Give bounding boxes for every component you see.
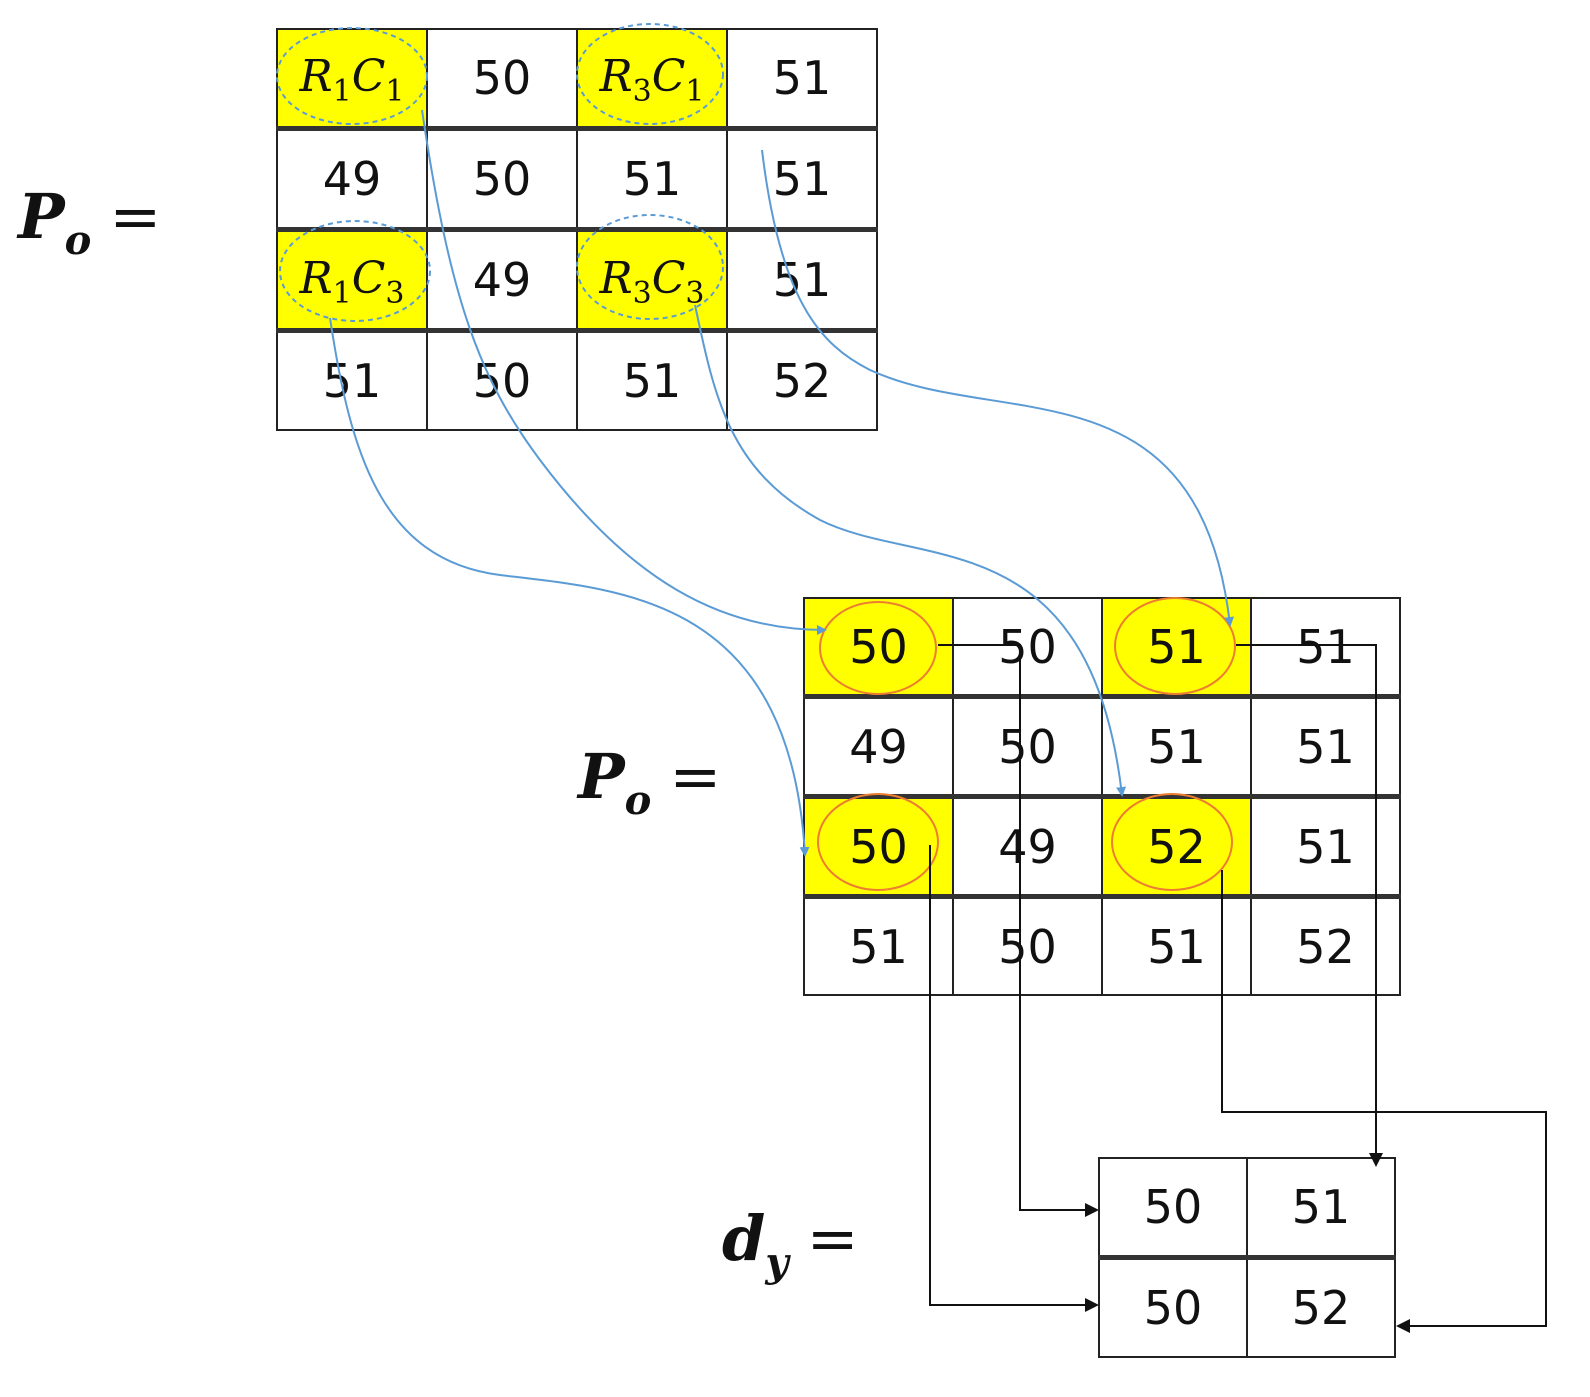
- mid-cell: 49: [952, 795, 1103, 899]
- top-ellipses: [276, 23, 724, 322]
- top-cell: 50: [426, 329, 578, 431]
- mid-cell: 49: [803, 695, 954, 799]
- top-label-p: P: [18, 180, 65, 253]
- result-matrix-label: dy =: [722, 1202, 859, 1286]
- res-cell: 51: [1246, 1157, 1396, 1260]
- mid-cell-selected: 50: [803, 597, 954, 699]
- mid-cell: 51: [1101, 695, 1252, 799]
- black-arrow-51: [1236, 644, 1383, 1167]
- mid-ellipse-4: [1111, 793, 1233, 891]
- top-label-sub: o: [64, 217, 92, 264]
- mid-cell: 50: [952, 695, 1103, 799]
- top-cell: 51: [276, 329, 428, 431]
- mid-cell: 51: [803, 895, 954, 996]
- res-cell: 50: [1098, 1256, 1248, 1358]
- mid-row: 50 49 52 51: [803, 795, 1401, 899]
- top-cell: 52: [726, 329, 878, 431]
- black-arrow-52: [1221, 870, 1547, 1333]
- top-matrix: R1C1 50 R3C1 51 49 50 51 51 R1C3 49 R3C3…: [276, 28, 878, 431]
- mid-cell: 50: [952, 597, 1103, 699]
- top-label-eq: =: [109, 180, 162, 253]
- res-label-sub: y: [765, 1239, 789, 1286]
- mid-row: 50 50 51 51: [803, 597, 1401, 699]
- black-arrow-50-bottom: [929, 845, 1099, 1312]
- top-cell-r1c3: R1C3: [276, 228, 428, 333]
- top-matrix-label: Po =: [18, 180, 162, 264]
- mid-cell-selected: 50: [803, 795, 954, 899]
- blue-arrow-r3c3: [694, 304, 1127, 797]
- top-ellipse-r3c3: [576, 214, 724, 320]
- top-ellipse-r1c3: [279, 220, 431, 322]
- top-cell-r1c1: R1C1: [276, 28, 428, 131]
- top-row: 49 50 51 51: [276, 127, 878, 232]
- mid-ellipses: [817, 597, 1236, 891]
- middle-matrix-label: Po =: [578, 740, 722, 824]
- result-matrix: 50 51 50 52: [1098, 1157, 1396, 1358]
- middle-matrix: 50 50 51 51 49 50 51 51 50 49 52 51 51 5…: [803, 597, 1401, 996]
- mid-label-eq: =: [669, 740, 722, 813]
- res-label-eq: =: [806, 1202, 859, 1275]
- blue-arrow-r1c3: [329, 317, 810, 857]
- top-ellipse-r1c1: [276, 27, 428, 125]
- mid-row: 51 50 51 52: [803, 895, 1401, 996]
- mid-ellipse-1: [819, 601, 937, 695]
- top-cell: 50: [426, 127, 578, 232]
- mid-label-p: P: [578, 740, 625, 813]
- top-ellipse-r3c1: [576, 23, 724, 125]
- top-cell: 51: [576, 329, 728, 431]
- res-row: 50 51: [1098, 1157, 1396, 1260]
- top-cell: 51: [726, 127, 878, 232]
- mid-ellipse-3: [817, 793, 939, 891]
- black-arrow-50-top: [938, 644, 1099, 1217]
- top-cell: 51: [726, 228, 878, 333]
- res-cell: 52: [1246, 1256, 1396, 1358]
- res-label-d: d: [722, 1202, 766, 1275]
- res-cell: 50: [1098, 1157, 1248, 1260]
- top-cell: 50: [426, 28, 578, 131]
- top-cell: 51: [726, 28, 878, 131]
- mid-cell: 51: [1101, 895, 1252, 996]
- top-row: R1C3 49 R3C3 51: [276, 228, 878, 333]
- top-cell: 49: [426, 228, 578, 333]
- blue-arrows: [329, 109, 1235, 857]
- mid-cell-selected: 51: [1101, 597, 1252, 699]
- blue-arrow-r1c1: [421, 109, 827, 635]
- top-row: 51 50 51 52: [276, 329, 878, 431]
- res-row: 50 52: [1098, 1256, 1396, 1358]
- mid-cell: 50: [952, 895, 1103, 996]
- mid-row: 49 50 51 51: [803, 695, 1401, 799]
- mid-label-sub: o: [624, 777, 652, 824]
- top-cell: 49: [276, 127, 428, 232]
- mid-ellipse-2: [1114, 597, 1236, 695]
- top-cell: 51: [576, 127, 728, 232]
- blue-arrow-r3c1: [761, 149, 1235, 627]
- black-arrows: [929, 644, 1547, 1333]
- top-cell-r3c3: R3C3: [576, 228, 728, 333]
- mid-cell-selected: 52: [1101, 795, 1252, 899]
